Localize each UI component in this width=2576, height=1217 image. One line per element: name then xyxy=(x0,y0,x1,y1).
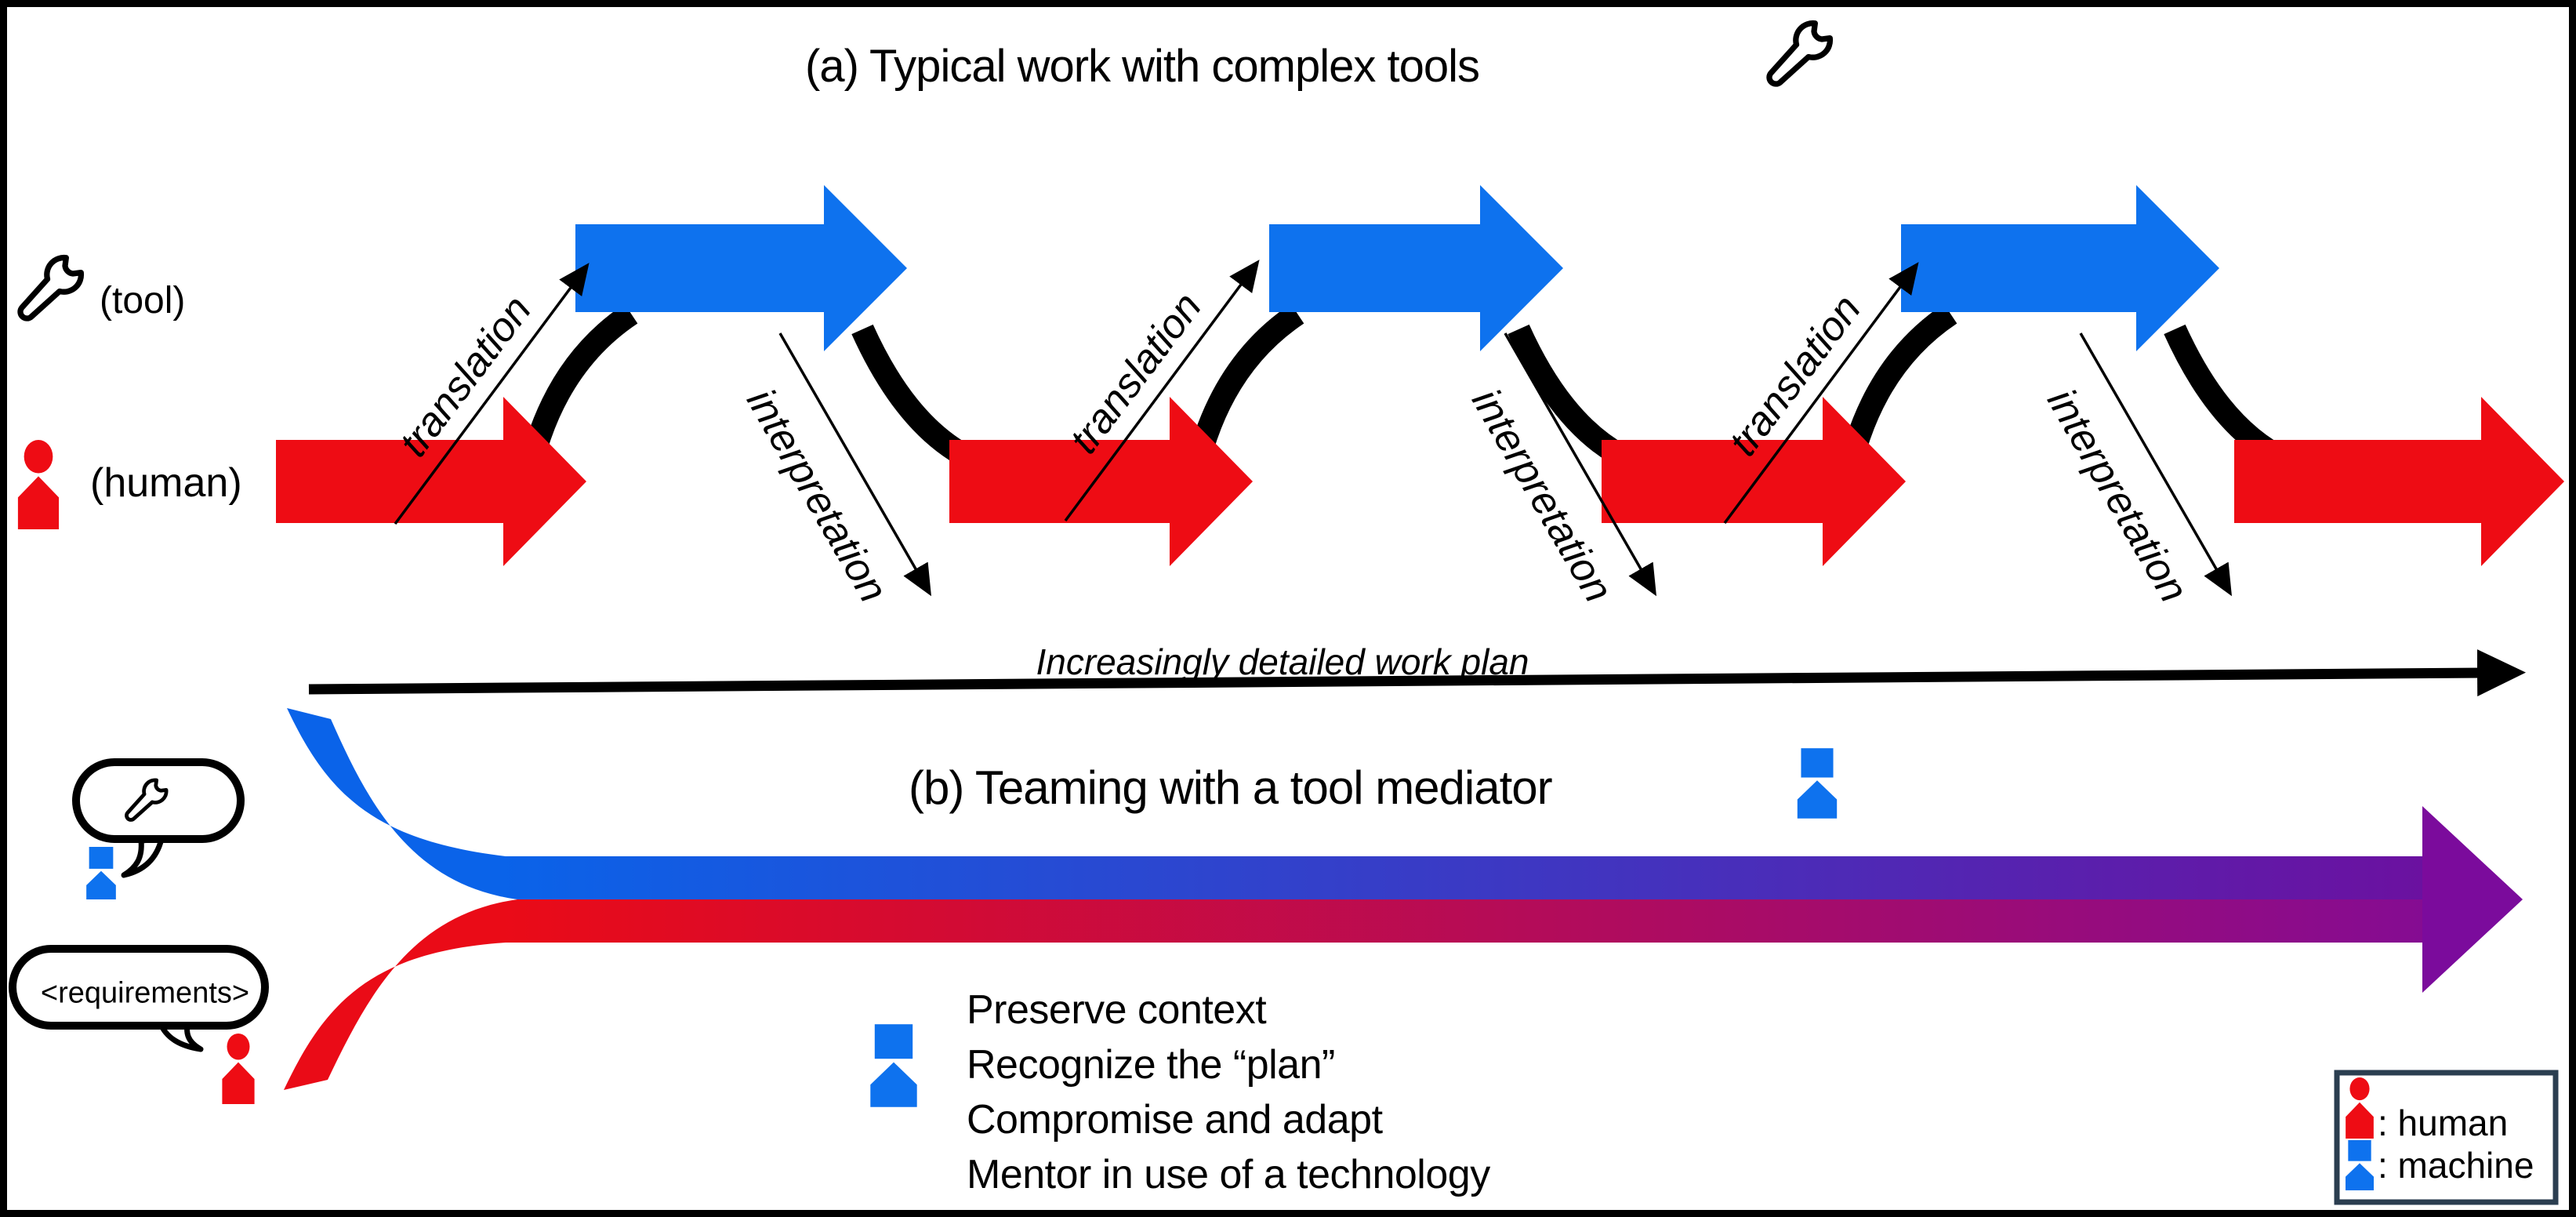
machine-icon xyxy=(1797,748,1838,819)
interpretation-arrow-3 xyxy=(2079,332,2232,597)
requirements-bubble-text: <requirements> xyxy=(40,976,250,1010)
panel-b-title: (b) Teaming with a tool mediator xyxy=(909,761,1553,814)
machine-icon xyxy=(870,1024,917,1107)
work-plan-axis-arrow xyxy=(308,649,2526,697)
machine-band xyxy=(287,708,2424,899)
person-icon xyxy=(222,1034,255,1104)
wrench-icon xyxy=(20,258,81,318)
tool-label: (tool) xyxy=(100,280,186,322)
tool-arrow-1 xyxy=(575,185,907,351)
work-plan-axis-label: Increasingly detailed work plan xyxy=(1036,641,1529,683)
legend xyxy=(2334,1070,2559,1205)
interpretation-arrow-1 xyxy=(778,332,931,597)
speech-bubble-tail xyxy=(121,836,165,878)
panel-b-diagram xyxy=(9,708,2523,1107)
human-label: (human) xyxy=(90,460,242,506)
mediator-role-item: Mentor in use of a technology xyxy=(967,1152,1490,1197)
requirements-speech-bubble xyxy=(9,945,269,1030)
human-arrow-2 xyxy=(949,397,1253,566)
legend-machine-label: : machine xyxy=(2378,1145,2534,1186)
tool-arrow-2 xyxy=(1269,185,1563,351)
interpretation-arrow-2 xyxy=(1504,332,1656,597)
mediator-role-item: Recognize the “plan” xyxy=(967,1042,1335,1088)
translation-arrow-2 xyxy=(1064,260,1260,522)
human-band xyxy=(284,899,2424,1090)
legend-human-label: : human xyxy=(2378,1103,2509,1143)
human-arrow-3 xyxy=(1602,397,1906,566)
human-arrow-1 xyxy=(276,397,586,566)
wrench-icon xyxy=(1769,24,1830,84)
human-arrow-4 xyxy=(2234,397,2564,566)
machine-icon xyxy=(86,847,116,899)
mediator-roles-list: Preserve context Recognize the “plan” Co… xyxy=(967,983,1490,1202)
translation-arrow-1 xyxy=(394,263,590,525)
panel-a-title: (a) Typical work with complex tools xyxy=(805,41,1480,92)
panel-a-diagram xyxy=(17,24,2564,697)
mediator-role-item: Preserve context xyxy=(967,987,1267,1033)
translation-arrow-3 xyxy=(1723,262,1919,525)
merged-arrowhead xyxy=(2422,806,2523,993)
mediator-role-item: Compromise and adapt xyxy=(967,1097,1383,1143)
tool-arrow-3 xyxy=(1901,185,2219,351)
person-icon xyxy=(17,439,60,530)
